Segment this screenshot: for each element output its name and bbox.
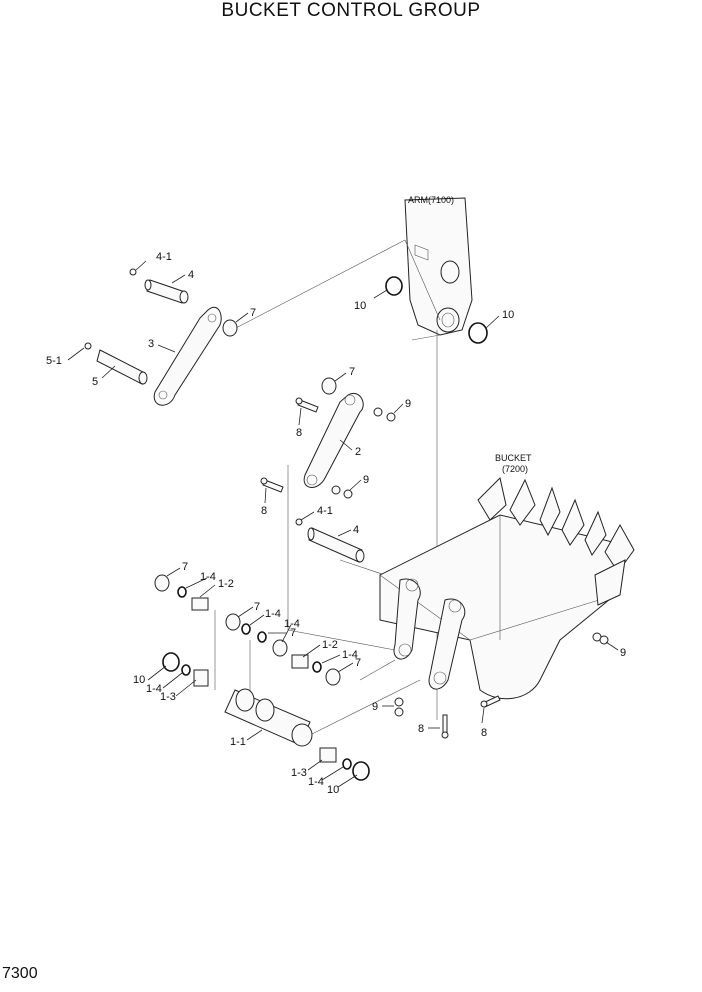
callout-label: 7 [290,627,296,639]
bucket-ref-label: (7200) [502,464,528,474]
nut-part-9 [394,697,404,717]
bushing-group-part-1 [154,574,370,781]
callout-label: 3 [148,338,154,350]
washer-part-7 [222,319,238,337]
callout-label: 7 [254,601,260,613]
callout-label: 2 [355,446,361,458]
callout-labels: 4-1 4 7 3 5-1 5 10 10 7 9 8 2 8 9 4-1 4 … [46,251,626,796]
arm-ref-label: ARM(7100) [408,195,454,205]
arm-part [404,197,473,336]
callout-leader-lines [67,260,619,788]
o-ring-part-10 [385,276,403,296]
callout-label: 5-1 [46,355,62,367]
bucket-part [379,477,635,700]
callout-label: 10 [327,784,339,796]
bolt-part-8 [260,477,284,493]
page-number: 7300 [2,965,38,982]
callout-label: 10 [354,300,366,312]
callout-label: 1-2 [218,578,234,590]
callout-label: 8 [261,505,267,517]
callout-label: 1-3 [160,691,176,703]
callout-label: 9 [363,474,369,486]
callout-label: 1-4 [308,776,324,788]
callout-label: 1-2 [322,639,338,651]
callout-label: 9 [372,701,378,713]
callout-label: 1-4 [146,683,162,695]
callout-label: 9 [405,398,411,410]
callout-label: 1-4 [284,618,300,630]
bolt-part-8 [441,714,449,739]
callout-label: 7 [182,561,188,573]
nut-part-9 [592,632,609,645]
callout-label: 1-3 [291,767,307,779]
bolt-part-8 [295,397,319,413]
callout-label: 10 [502,309,514,321]
callout-label: 4 [353,524,359,536]
link-part-2 [303,392,364,488]
callout-label: 1-4 [200,571,216,583]
nut-part-9 [331,485,353,499]
callout-label: 1-4 [265,608,281,620]
o-ring-part-10 [468,322,488,344]
page-title: BUCKET CONTROL GROUP [221,0,481,21]
callout-label: 4 [188,269,194,281]
washer-part-7 [321,377,337,395]
callout-label: 7 [355,657,361,669]
nut-part-9 [373,407,396,422]
pin-part-5 [84,342,148,385]
bolt-part-8 [480,695,501,708]
callout-label: 5 [92,376,98,388]
pin-part-4-upper [129,268,189,304]
callout-label: 1-1 [230,736,246,748]
callout-label: 9 [620,647,626,659]
link-part-3 [153,306,222,406]
callout-label: 8 [481,727,487,739]
callout-label: 1-4 [342,649,358,661]
callout-label: 7 [349,366,355,378]
callout-label: 10 [133,674,145,686]
callout-label: 7 [250,307,256,319]
bucket-ref-label: BUCKET [495,453,532,463]
callout-label: 4-1 [317,505,333,517]
callout-label: 4-1 [156,251,172,263]
callout-label: 8 [296,427,302,439]
callout-label: 8 [418,723,424,735]
assembly-guide-lines [214,239,441,741]
pin-part-4-lower [295,518,365,563]
